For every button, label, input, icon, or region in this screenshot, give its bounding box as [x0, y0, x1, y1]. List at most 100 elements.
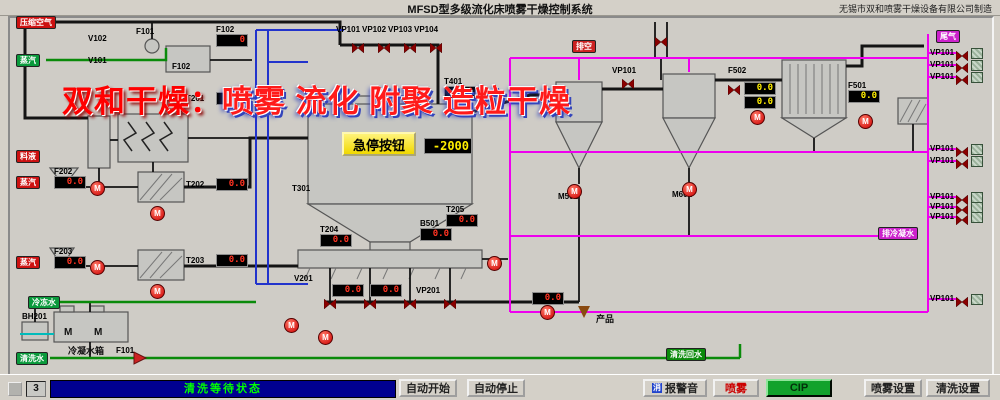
alarm-sound-button[interactable]: 消 报警音: [643, 379, 707, 397]
pump-motor-icon[interactable]: M: [567, 184, 582, 199]
value-display: 0.0: [370, 284, 402, 297]
page-icon: [8, 382, 22, 396]
stream-label: 清洗水: [16, 352, 48, 365]
pump-motor-icon[interactable]: M: [318, 330, 333, 345]
page-number: 3: [26, 381, 46, 397]
valve-icon[interactable]: [443, 296, 457, 310]
pump-motor-icon[interactable]: M: [487, 256, 502, 271]
instrument-tag: VP101: [930, 72, 955, 81]
instrument-tag: VP103: [388, 25, 413, 34]
value-display: 0.0: [532, 292, 564, 305]
valve-icon[interactable]: [955, 294, 969, 308]
instrument-tag: VP101: [930, 192, 955, 201]
value-display: 0.0: [216, 254, 248, 267]
diagram-canvas: [8, 16, 994, 376]
valve-icon[interactable]: [955, 48, 969, 62]
instrument-tag: VP104: [414, 25, 439, 34]
auto-start-button[interactable]: 自动开始: [399, 379, 457, 397]
filter-box-icon: [971, 48, 983, 59]
stream-label: 压缩空气: [16, 16, 56, 29]
pump-motor-icon[interactable]: M: [150, 206, 165, 221]
value-display: 0.0: [446, 214, 478, 227]
valve-icon[interactable]: [429, 40, 443, 54]
instrument-tag: VP101: [930, 144, 955, 153]
instrument-tag: VP201: [416, 286, 441, 295]
stream-label: 排空: [572, 40, 596, 53]
display-tag: F102: [216, 25, 235, 34]
display-tag: F203: [54, 247, 73, 256]
valve-icon[interactable]: [621, 76, 635, 90]
valve-icon[interactable]: [955, 156, 969, 170]
instrument-tag: VP101: [612, 66, 637, 75]
display-tag: T401: [444, 77, 463, 86]
valve-icon[interactable]: [363, 296, 377, 310]
display-tag: F202: [54, 167, 73, 176]
instrument-tag: V101: [88, 56, 107, 65]
valve-icon[interactable]: [955, 212, 969, 226]
stream-label: 蒸汽: [16, 176, 40, 189]
display-tag: T201: [186, 94, 205, 103]
pump-motor-icon[interactable]: M: [90, 181, 105, 196]
value-display: 0.0: [744, 96, 776, 109]
instrument-tag: F502: [728, 66, 747, 75]
instrument-tag: VP101: [336, 25, 361, 34]
stream-label: 蒸汽: [16, 54, 40, 67]
control-bar: 3 清洗等待状态 自动开始 自动停止 消 报警音 喷雾 CIP 喷雾设置 清洗设…: [0, 374, 1000, 400]
valve-icon[interactable]: [955, 192, 969, 206]
status-bar: 清洗等待状态: [50, 380, 396, 398]
display-tag: F501: [848, 81, 867, 90]
stream-label: 排冷凝水: [878, 227, 918, 240]
instrument-tag: VP102: [362, 25, 387, 34]
valve-icon[interactable]: [654, 34, 668, 48]
pump-motor-icon[interactable]: M: [90, 260, 105, 275]
valve-icon[interactable]: [955, 72, 969, 86]
pump-motor-icon[interactable]: M: [858, 114, 873, 129]
display-tag: T203: [186, 256, 205, 265]
valve-icon[interactable]: [955, 60, 969, 74]
valve-icon[interactable]: [955, 202, 969, 216]
instrument-tag: VP101: [930, 294, 955, 303]
status-text: 清洗等待状态: [184, 383, 262, 395]
filter-box-icon: [971, 212, 983, 223]
filter-box-icon: [971, 72, 983, 83]
instrument-tag: VP101: [930, 48, 955, 57]
instrument-tag: V201: [294, 274, 313, 283]
cip-button[interactable]: CIP: [766, 379, 832, 397]
pump-motor-icon[interactable]: M: [540, 305, 555, 320]
stream-label: 蒸汽: [16, 256, 40, 269]
stream-label: 产品: [596, 314, 615, 324]
valve-icon[interactable]: [955, 144, 969, 158]
spray-settings-button[interactable]: 喷雾设置: [864, 379, 922, 397]
valve-icon[interactable]: [403, 296, 417, 310]
spray-button[interactable]: 喷雾: [713, 379, 759, 397]
clean-settings-button[interactable]: 清洗设置: [926, 379, 990, 397]
pump-motor-icon[interactable]: M: [284, 318, 299, 333]
pump-motor-icon[interactable]: M: [150, 284, 165, 299]
value-display: 0.0: [216, 92, 248, 105]
value-display: 0.0: [320, 234, 352, 247]
valve-icon[interactable]: [323, 296, 337, 310]
stream-label: 尾气: [936, 30, 960, 43]
pump-motor-icon[interactable]: M: [750, 110, 765, 125]
instrument-tag: T301: [292, 184, 311, 193]
filter-box-icon: [971, 144, 983, 155]
value-display: 0.0: [54, 256, 86, 269]
display-tag: T202: [186, 180, 205, 189]
company-name: 无锡市双和喷雾干燥设备有限公司制造: [838, 4, 992, 14]
value-display: 0.0: [848, 90, 880, 103]
value-display: 0.0: [444, 86, 476, 99]
auto-stop-button[interactable]: 自动停止: [467, 379, 525, 397]
instrument-tag: VP101: [930, 202, 955, 211]
valve-icon[interactable]: [727, 82, 741, 96]
filter-box-icon: [971, 60, 983, 71]
emergency-stop-button[interactable]: 急停按钮: [342, 132, 416, 156]
pump-motor-icon[interactable]: M: [682, 182, 697, 197]
valve-icon[interactable]: [403, 40, 417, 54]
value-display: 0.0: [744, 82, 776, 95]
instrument-tag: V102: [88, 34, 107, 43]
mute-alarm-icon: 消: [652, 383, 662, 393]
instrument-tag: F102: [172, 62, 191, 71]
valve-icon[interactable]: [351, 40, 365, 54]
valve-icon[interactable]: [377, 40, 391, 54]
window-title: MFSD型多级流化床喷雾干燥控制系统: [407, 4, 593, 16]
